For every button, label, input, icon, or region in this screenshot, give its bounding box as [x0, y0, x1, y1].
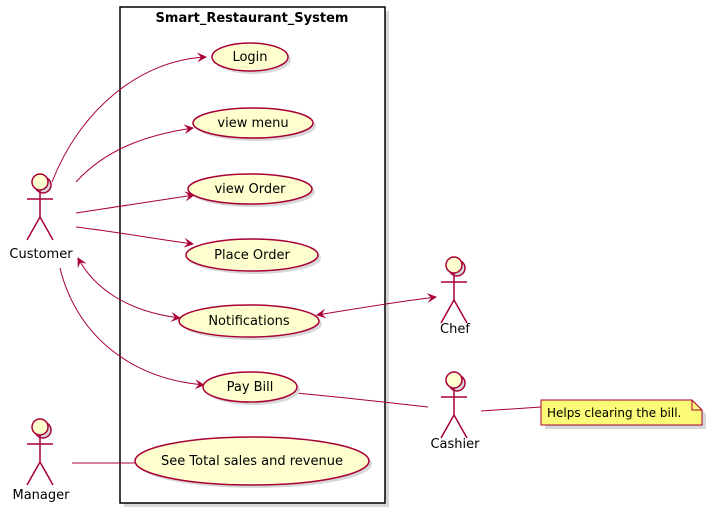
use-case-login-label: Login	[232, 50, 267, 65]
cashier-figure	[440, 371, 468, 439]
edge-customer-pay-bill	[59, 267, 205, 390]
use-case-see-total-label: See Total sales and revenue	[161, 454, 343, 469]
edge-customer-view-order	[75, 191, 195, 214]
use-case-login: Login	[211, 42, 291, 74]
edge-customer-place-order	[75, 226, 194, 248]
edge-pay-bill-cashier	[295, 392, 429, 408]
manager-figure	[26, 418, 54, 486]
edges	[51, 52, 542, 464]
use-case-view-order-label: view Order	[214, 182, 286, 197]
actor-chef-label: Chef	[440, 322, 470, 337]
use-case-pay-bill: Pay Bill	[202, 371, 300, 405]
customer-figure	[26, 173, 54, 241]
note: Helps clearing the bill.	[540, 399, 706, 429]
use-case-place-order: Place Order	[185, 238, 321, 274]
use-case-pay-bill-label: Pay Bill	[227, 380, 274, 395]
actor-chef: Chef	[440, 256, 470, 337]
use-case-notifications: Notifications	[178, 304, 322, 340]
actor-cashier: Cashier	[430, 371, 480, 452]
edge-customer-notifications	[77, 257, 181, 322]
use-case-place-order-label: Place Order	[214, 248, 290, 263]
chef-figure	[440, 256, 468, 324]
edge-customer-view-menu	[75, 124, 194, 183]
actor-manager: Manager	[13, 418, 71, 503]
use-case-view-menu: view menu	[192, 107, 316, 141]
edge-notifications-chef	[316, 293, 437, 319]
use-case-notifications-label: Notifications	[208, 314, 290, 329]
use-case-view-order: view Order	[187, 173, 315, 207]
actor-customer-label: Customer	[9, 247, 73, 262]
edge-cashier-note	[480, 406, 542, 412]
use-case-see-total: See Total sales and revenue	[134, 436, 372, 488]
system-title: Smart_Restaurant_System	[156, 11, 349, 26]
actor-cashier-label: Cashier	[430, 437, 480, 452]
actor-manager-label: Manager	[13, 488, 71, 503]
note-text: Helps clearing the bill.	[547, 406, 681, 420]
edge-customer-login	[51, 52, 207, 183]
actor-customer: Customer	[9, 173, 73, 262]
use-case-view-menu-label: view menu	[217, 116, 288, 131]
